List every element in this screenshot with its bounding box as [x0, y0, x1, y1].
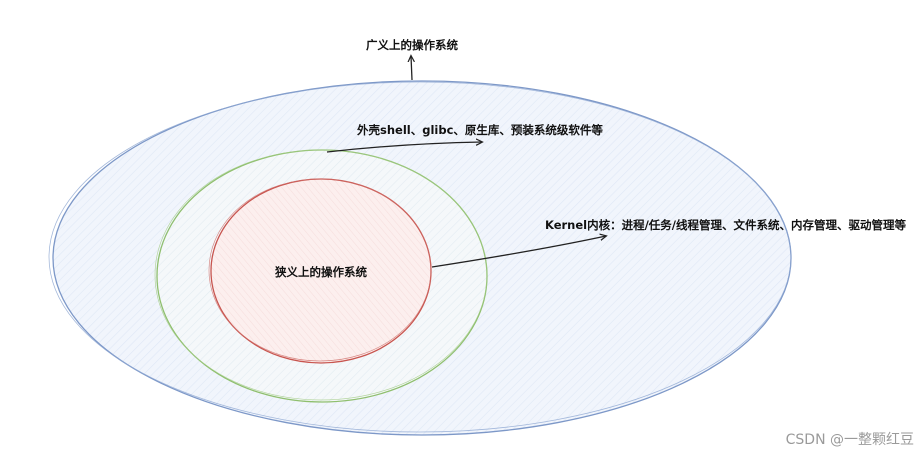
kernel-arrow: [431, 236, 606, 268]
kernel-ellipse: [208, 178, 432, 364]
broad-os-label: 广义上的操作系统: [366, 38, 458, 52]
narrow-os-label: 狭义上的操作系统: [274, 265, 367, 279]
broad-os-arrow: [411, 56, 412, 81]
shell-label: 外壳shell、glibc、原生库、预装系统级软件等: [356, 123, 603, 137]
shell-arrow: [326, 142, 482, 153]
kernel-label: Kernel内核：进程/任务/线程管理、文件系统、内存管理、驱动管理等: [545, 218, 907, 232]
csdn-watermark: CSDN @一整颗红豆: [786, 432, 914, 448]
